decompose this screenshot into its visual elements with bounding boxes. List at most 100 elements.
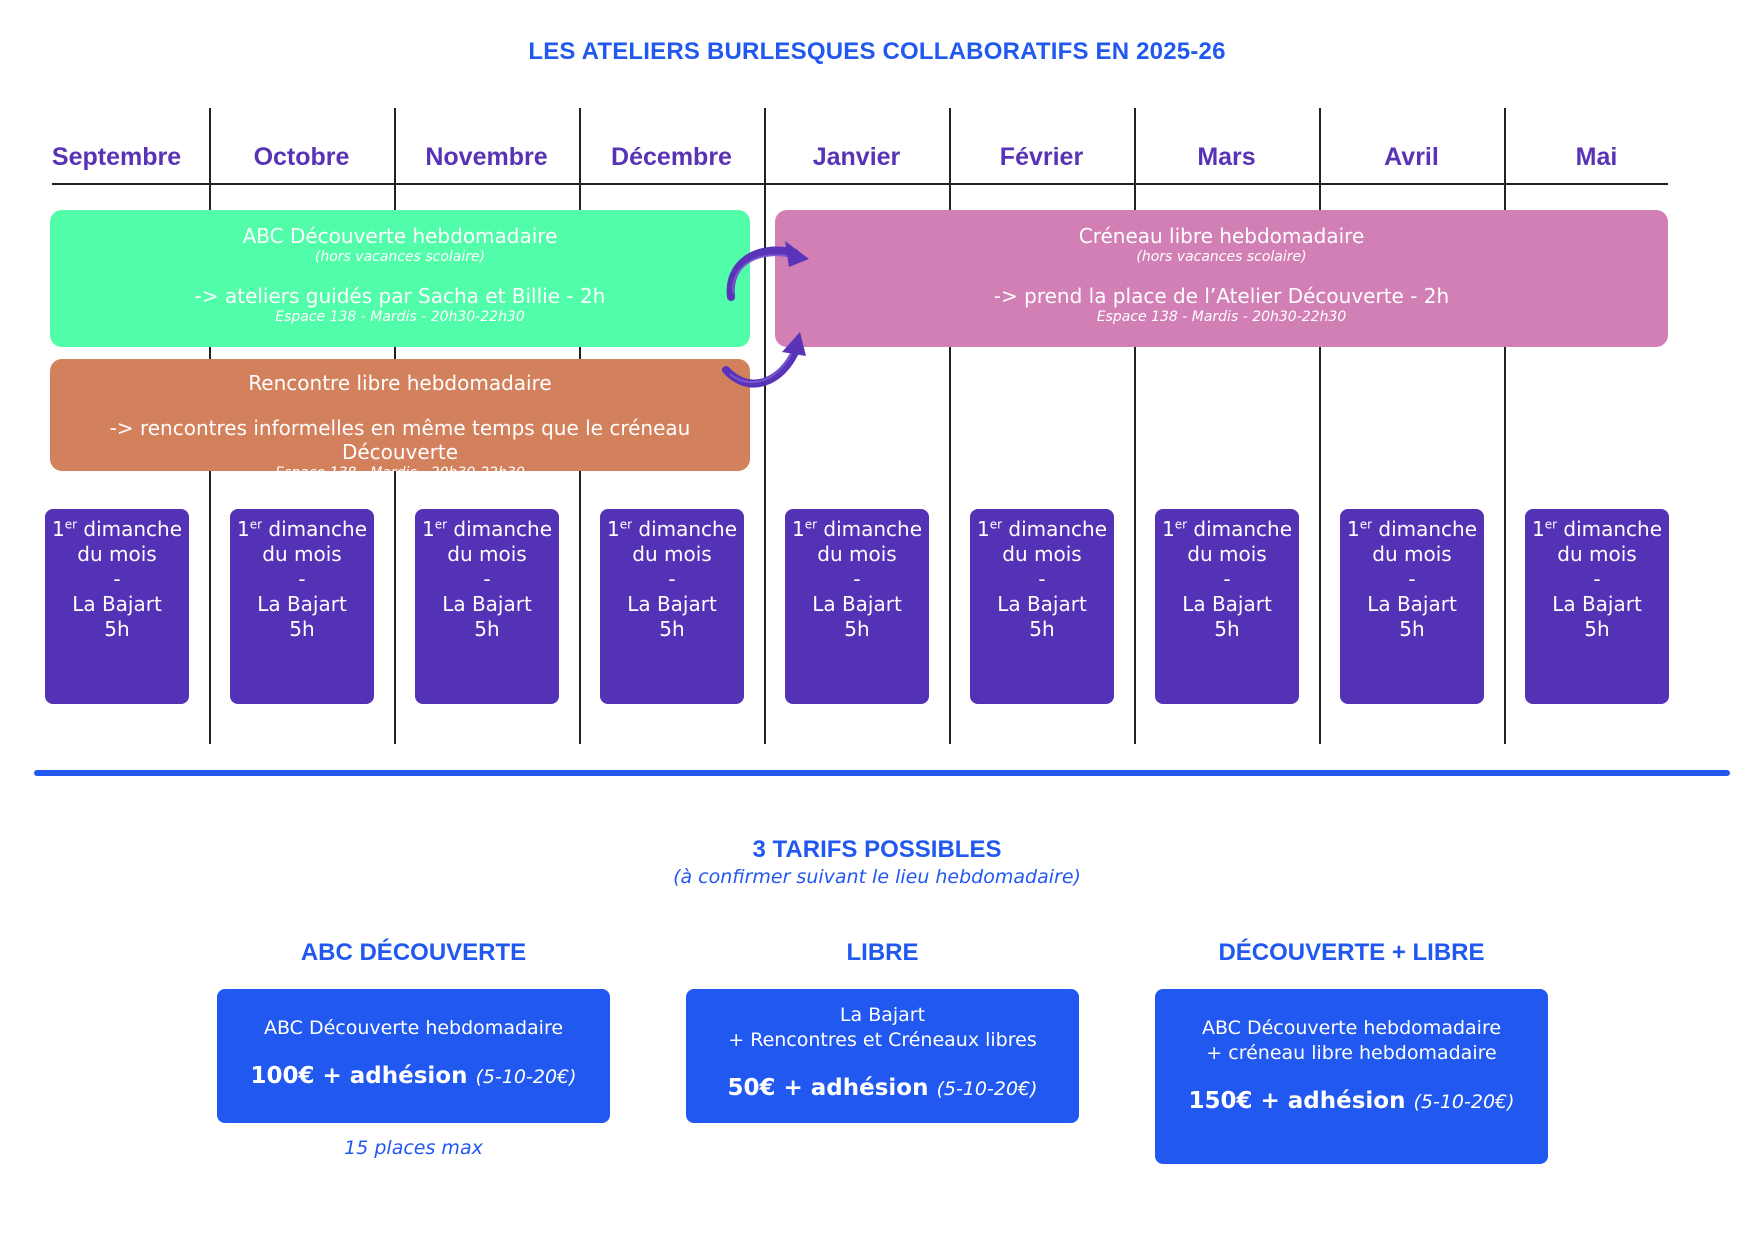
sunday-ordinal: 1 [791,517,805,541]
sunday-place: La Bajart [627,592,717,616]
sunday-duration: 5h [844,617,870,641]
month-header-decembre: Décembre [611,143,732,171]
plan-description: ABC Découverte hebdomadaire [1201,1017,1502,1039]
bar-place: Espace 138 - Mardis - 20h30-22h30 [275,309,525,325]
sunday-ordinal: 1 [421,517,435,541]
sunday-label: du mois [77,542,157,566]
sunday-label: du mois [1372,542,1452,566]
month-header-mars: Mars [1197,143,1256,171]
sunday-place: La Bajart [1367,592,1457,616]
header-divider [52,183,1668,185]
sunday-label: du mois [817,542,897,566]
plan-card-libre: La Bajart + Rencontres et Créneaux libre… [686,989,1079,1123]
month-divider [1504,108,1506,744]
sunday-dash: - [1223,567,1231,591]
sunday-workshop-janvier: 1er dimanche du mois - La Bajart 5h [785,509,929,704]
sunday-ordinal-suffix: er [434,517,448,532]
sunday-ordinal: 1 [1346,517,1360,541]
sunday-place: La Bajart [1182,592,1272,616]
transition-arrow-icon [726,241,809,301]
sunday-label: du mois [1557,542,1637,566]
month-divider [1134,108,1136,744]
sunday-dash: - [1593,567,1601,591]
sunday-ordinal-suffix: er [64,517,78,532]
sunday-dash: - [483,567,491,591]
plan-title-abc-decouverte: ABC DÉCOUVERTE [300,939,527,966]
sunday-label: dimanche [1563,517,1663,541]
sunday-ordinal-suffix: er [804,517,818,532]
sunday-workshop-mars: 1er dimanche du mois - La Bajart 5h [1155,509,1299,704]
plan-price-note: (5-10-20€) [475,1066,577,1088]
sunday-place: La Bajart [997,592,1087,616]
plan-price-note: (5-10-20€) [1413,1091,1515,1113]
creneau-libre-bar: Créneau libre hebdomadaire (hors vacance… [775,210,1668,347]
sunday-label: dimanche [1378,517,1478,541]
sunday-ordinal: 1 [976,517,990,541]
sunday-ordinal-suffix: er [1174,517,1188,532]
month-header-avril: Avril [1384,143,1439,171]
plan-card-abc-decouverte: ABC Découverte hebdomadaire 100€ + adhés… [217,989,610,1123]
sunday-place: La Bajart [812,592,902,616]
sunday-dash: - [298,567,306,591]
month-header-octobre: Octobre [253,143,350,171]
sunday-place: La Bajart [442,592,532,616]
sunday-place: La Bajart [257,592,347,616]
bar-description: -> rencontres informelles en même temps … [109,416,691,464]
sunday-dash: - [853,567,861,591]
plan-card-decouverte-libre: ABC Découverte hebdomadaire + créneau li… [1155,989,1548,1164]
sunday-duration: 5h [474,617,500,641]
transition-arrow-icon [722,332,806,388]
sunday-dash: - [668,567,676,591]
sunday-ordinal-suffix: er [619,517,633,532]
bar-title: ABC Découverte hebdomadaire [242,224,558,248]
sunday-ordinal-suffix: er [989,517,1003,532]
plan-price: 100€ + adhésion [250,1063,468,1089]
sunday-label: du mois [1002,542,1082,566]
sunday-workshop-octobre: 1er dimanche du mois - La Bajart 5h [230,509,374,704]
sunday-duration: 5h [1214,617,1240,641]
sunday-dash: - [1038,567,1046,591]
sunday-duration: 5h [1399,617,1425,641]
sunday-label: dimanche [83,517,183,541]
plan-description: La Bajart [839,1004,926,1026]
sunday-label: dimanche [1193,517,1293,541]
plan-price-note: (5-10-20€) [936,1078,1038,1100]
plan-price: 150€ + adhésion [1188,1088,1406,1114]
bar-title: Rencontre libre hebdomadaire [248,371,552,395]
month-header-fevrier: Février [999,143,1084,171]
sunday-workshop-fevrier: 1er dimanche du mois - La Bajart 5h [970,509,1114,704]
sunday-duration: 5h [104,617,130,641]
sunday-label: du mois [447,542,527,566]
month-divider [1319,108,1321,744]
sunday-ordinal: 1 [1531,517,1545,541]
sunday-ordinal: 1 [606,517,620,541]
sunday-ordinal: 1 [51,517,65,541]
sunday-duration: 5h [1584,617,1610,641]
bar-place: Espace 138 - Mardis - 20h30-22h30 [1096,309,1347,325]
tarifs-subtitle: (à confirmer suivant le lieu hebdomadair… [673,866,1081,888]
sunday-ordinal-suffix: er [1359,517,1373,532]
plan-price: 50€ + adhésion [727,1075,929,1101]
sunday-label: dimanche [638,517,738,541]
sunday-label: dimanche [268,517,368,541]
rencontre-libre-bar: Rencontre libre hebdomadaire -> rencontr… [50,359,750,481]
abc-decouverte-bar: ABC Découverte hebdomadaire (hors vacanc… [50,210,750,347]
bar-place: Espace 138 - Mardis - 20h30-22h30 [275,465,525,481]
section-separator [34,770,1730,776]
month-header-septembre: Septembre [51,143,182,171]
tarifs-title: 3 TARIFS POSSIBLES [752,836,1002,863]
sunday-dash: - [113,567,121,591]
plan-title-decouverte-libre: DÉCOUVERTE + LIBRE [1218,939,1485,966]
sunday-ordinal-suffix: er [1544,517,1558,532]
sunday-label: dimanche [823,517,923,541]
sunday-workshop-avril: 1er dimanche du mois - La Bajart 5h [1340,509,1484,704]
plan-description: ABC Découverte hebdomadaire [263,1017,564,1039]
sunday-label: du mois [632,542,712,566]
plan-description: + Rencontres et Créneaux libres [728,1029,1037,1051]
sunday-label: dimanche [1008,517,1108,541]
sunday-workshop-decembre: 1er dimanche du mois - La Bajart 5h [600,509,744,704]
bar-note: (hors vacances scolaire) [1136,249,1307,265]
month-header-mai: Mai [1575,143,1618,171]
sunday-workshop-mai: 1er dimanche du mois - La Bajart 5h [1525,509,1669,704]
sunday-workshop-novembre: 1er dimanche du mois - La Bajart 5h [415,509,559,704]
